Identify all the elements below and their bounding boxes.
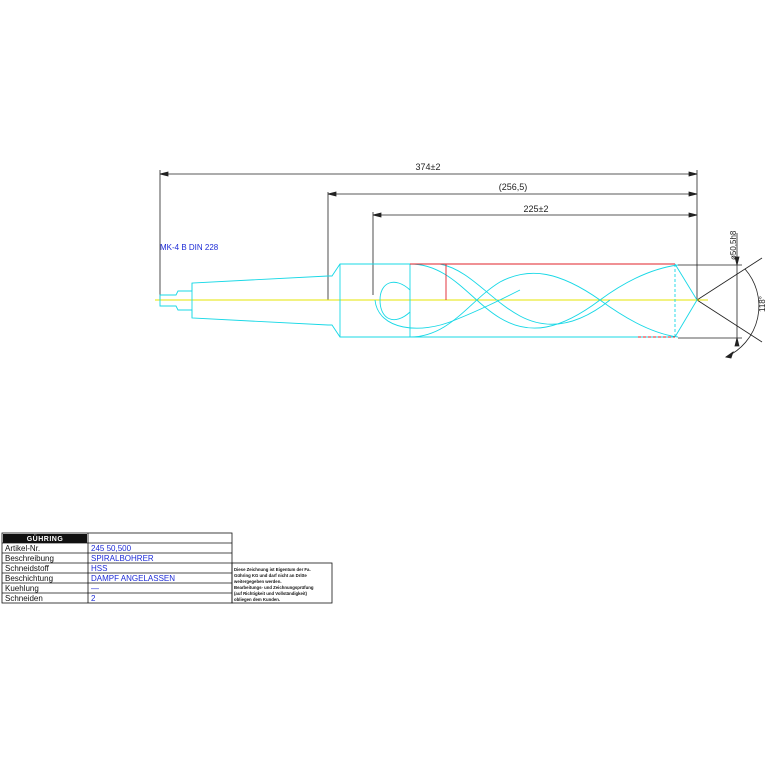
- drill-outline: [159, 263, 698, 338]
- dim-diameter: ø50,5h8: [729, 230, 738, 260]
- dim-overall-length: 374±2: [416, 162, 441, 172]
- dim-flute-length: 225±2: [524, 204, 549, 214]
- row-value: —: [91, 584, 99, 593]
- logo-box: [3, 534, 87, 543]
- notice-line: Gühring KG und darf nicht an Dritte: [234, 573, 307, 578]
- logo: GÜHRING: [27, 534, 64, 543]
- notice-line: weitergegeben werden.: [233, 579, 282, 584]
- row-value: DAMPF ANGELASSEN: [91, 574, 175, 583]
- row-label: Schneiden: [5, 594, 43, 603]
- title-block-rows: Artikel-Nr. 245 50,500 Beschreibung SPIR…: [5, 544, 175, 603]
- row-label: Schneidstoff: [5, 564, 50, 573]
- red-marks: [410, 263, 675, 338]
- dim-point-angle: 118°: [758, 296, 767, 312]
- dimension-lines: [159, 170, 763, 359]
- notice-line: Bearbeitungs- und Zeichnungsprüfung: [234, 585, 314, 590]
- ownership-notice: Diese Zeichnung ist Eigentum der Fa. Güh…: [233, 567, 314, 602]
- row-value: HSS: [91, 564, 107, 573]
- row-label: Kuehlung: [5, 584, 39, 593]
- row-label: Beschichtung: [5, 574, 53, 583]
- row-value: SPIRALBOHRER: [91, 554, 154, 563]
- dim-body-length: (256,5): [499, 182, 528, 192]
- row-label: Beschreibung: [5, 554, 54, 563]
- row-label: Artikel-Nr.: [5, 544, 40, 553]
- row-value: 245 50,500: [91, 544, 132, 553]
- notice-line: obliegen dem Kunden.: [234, 597, 280, 602]
- notice-line: (auf Richtigkeit und Vollständigkeit): [234, 591, 308, 596]
- notice-line: Diese Zeichnung ist Eigentum der Fa.: [234, 567, 311, 572]
- taper-spec-label: MK-4 B DIN 228: [160, 243, 219, 252]
- row-value: 2: [91, 594, 96, 603]
